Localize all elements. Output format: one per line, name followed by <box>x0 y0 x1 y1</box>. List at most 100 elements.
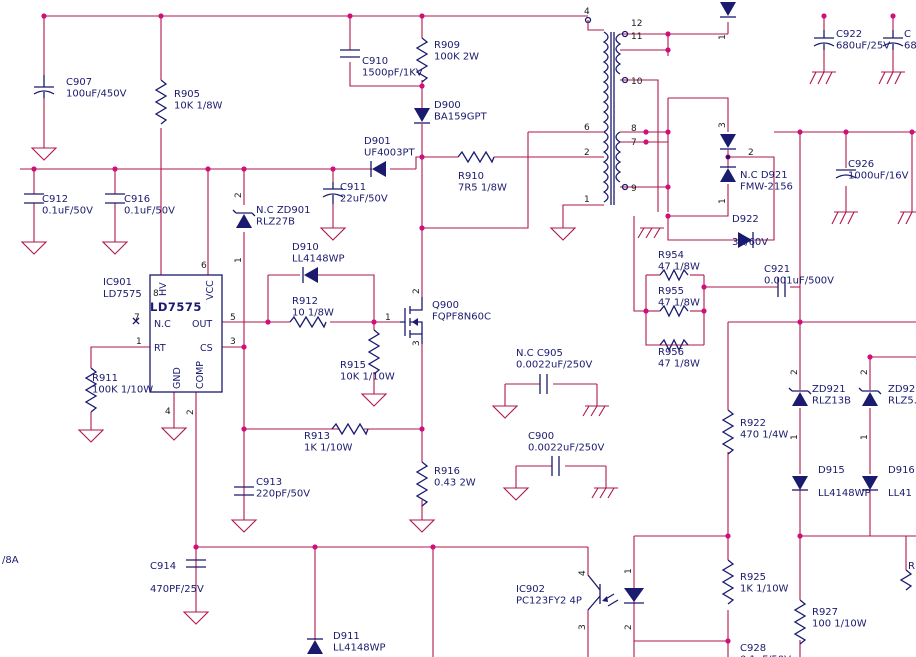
label-c905-1: 0.0022uF/250V <box>516 360 593 371</box>
label-c926-0: C926 <box>848 159 874 170</box>
label-d916-0: D916 <box>888 465 915 476</box>
ic901-pin-out: OUT <box>192 319 212 330</box>
label-c907-1: 100uF/450V <box>66 89 127 100</box>
label-r922-0: R922 <box>740 418 766 429</box>
pin-ic902-3: 3 <box>578 624 588 630</box>
label-c914-0: C914 <box>150 561 176 572</box>
label-c907-0: C907 <box>66 77 92 88</box>
label-ic902-0: IC902 <box>516 584 545 595</box>
label-r955-1: 47 1/8W <box>658 298 700 309</box>
label-q900-0: Q900 <box>432 300 459 311</box>
label-d921-1: FMW-2156 <box>740 182 793 193</box>
ic901-pin-rt: RT <box>154 343 166 354</box>
label-r905-0: R905 <box>174 89 200 100</box>
ic901-pin-hv: HV <box>158 282 169 296</box>
pin-zd901-b: 1 <box>234 257 244 263</box>
label-r905-1: 10K 1/8W <box>174 101 223 112</box>
label-c913-0: C913 <box>256 477 282 488</box>
ic901-pin-vcc: VCC <box>205 280 216 300</box>
pin-zd921-a: 2 <box>790 369 800 375</box>
junction-dots <box>31 13 915 644</box>
pin-t7: 7 <box>631 138 637 148</box>
label-c916-0: C916 <box>124 194 150 205</box>
label-r954-0: R954 <box>658 250 684 261</box>
pin-zd921-b: 1 <box>790 434 800 440</box>
pin-t9: 9 <box>631 184 637 194</box>
pin-d921-b: 1 <box>718 198 728 204</box>
label-d915-0: D915 <box>818 465 845 476</box>
ic901-pin-nc: N.C <box>154 319 171 330</box>
pin-zd922-a: 2 <box>860 369 870 375</box>
pin-ic-gnd: 4 <box>165 407 171 417</box>
pin-t1: 1 <box>584 195 590 205</box>
label-c912-1: 0.1uF/50V <box>42 206 93 217</box>
label-zd901-0: N.C ZD901 <box>256 205 310 216</box>
label-r913-0: R913 <box>304 431 330 442</box>
label-d921-0: N.C D921 <box>740 170 788 181</box>
pin-zd901-a: 2 <box>234 192 244 198</box>
label-zd922-0: ZD92 <box>888 384 915 395</box>
label-c922b-1: 68 <box>904 41 916 52</box>
ic901-pin-gnd: GND <box>172 367 183 389</box>
pin-ic-nc: 7 <box>134 313 140 323</box>
label-r922-1: 470 1/4W <box>740 430 788 441</box>
label-r956-1: 47 1/8W <box>658 359 700 370</box>
label-r913-1: 1K 1/10W <box>304 443 353 454</box>
label-d901-1: UF4003PT <box>364 148 416 159</box>
label-zd922-1: RLZ5.1 <box>888 396 916 407</box>
ic901-ref: IC901 <box>103 277 132 288</box>
label-c921-1: 0.001uF/500V <box>764 276 834 287</box>
pin-d921-k: 2 <box>748 148 754 158</box>
pin-d921-a: 3 <box>718 122 728 128</box>
label-r912-0: R912 <box>292 296 318 307</box>
pin-t11: 11 <box>631 32 642 42</box>
pin-q-g: 1 <box>385 313 391 323</box>
label-ic902-1: PC123FY2 4P <box>516 596 582 607</box>
label-r915-0: R915 <box>340 360 366 371</box>
label-c916-1: 0.1uF/50V <box>124 206 175 217</box>
pin-t10: 10 <box>631 77 643 87</box>
label-edge_right-0: R <box>908 561 915 572</box>
pin-zd922-b: 1 <box>860 434 870 440</box>
label-d910-0: D910 <box>292 242 319 253</box>
label-r910-0: R910 <box>458 171 484 182</box>
label-c910-1: 1500pF/1KV <box>362 68 423 79</box>
pin-t6: 6 <box>584 123 590 133</box>
pin-ic902-1: 1 <box>624 568 634 574</box>
label-r911-0: R911 <box>92 373 118 384</box>
pin-ic-vcc: 6 <box>201 261 207 271</box>
label-d901-0: D901 <box>364 136 391 147</box>
pin-top-d-1: 1 <box>718 34 728 40</box>
pin-ic-comp: 2 <box>186 409 196 415</box>
label-r925-0: R925 <box>740 572 766 583</box>
label-c922-0: C922 <box>836 29 862 40</box>
label-d922-0: D922 <box>732 214 759 225</box>
pin-ic-out: 5 <box>230 313 236 323</box>
label-d915-2: LL4148WP <box>818 488 871 499</box>
wiring <box>20 15 916 657</box>
pin-numbers: 4 6 2 1 12 11 10 8 7 9 8 6 7 5 1 3 4 2 2… <box>134 7 870 630</box>
label-zd921-1: RLZ13B <box>812 396 851 407</box>
label-d910-1: LL4148WP <box>292 254 345 265</box>
label-r955-0: R955 <box>658 286 684 297</box>
ic901: IC901 LD7575 LD7575 HV VCC N.C OUT RT CS… <box>103 277 216 389</box>
label-c900-0: C900 <box>528 431 554 442</box>
ic901-pin-cs: CS <box>200 343 213 354</box>
ic901-body-label: LD7575 <box>150 300 202 314</box>
label-c922b-0: C <box>904 29 911 40</box>
label-r956-0: R956 <box>658 347 684 358</box>
label-c922-1: 680uF/25V <box>836 41 890 52</box>
label-r916-0: R916 <box>434 466 460 477</box>
ground-symbols <box>20 71 916 625</box>
label-r909-1: 100K 2W <box>434 52 479 63</box>
label-c900-1: 0.0022uF/250V <box>528 443 605 454</box>
pin-t12: 12 <box>631 19 642 29</box>
label-r927-0: R927 <box>812 607 838 618</box>
pin-ic902-4: 4 <box>578 570 588 576</box>
label-r915-1: 10K 1/10W <box>340 372 395 383</box>
pin-ic-hv: 8 <box>153 289 159 299</box>
label-c912-0: C912 <box>42 194 68 205</box>
pin-ic-rt: 1 <box>136 337 142 347</box>
label-c911-0: C911 <box>340 182 366 193</box>
